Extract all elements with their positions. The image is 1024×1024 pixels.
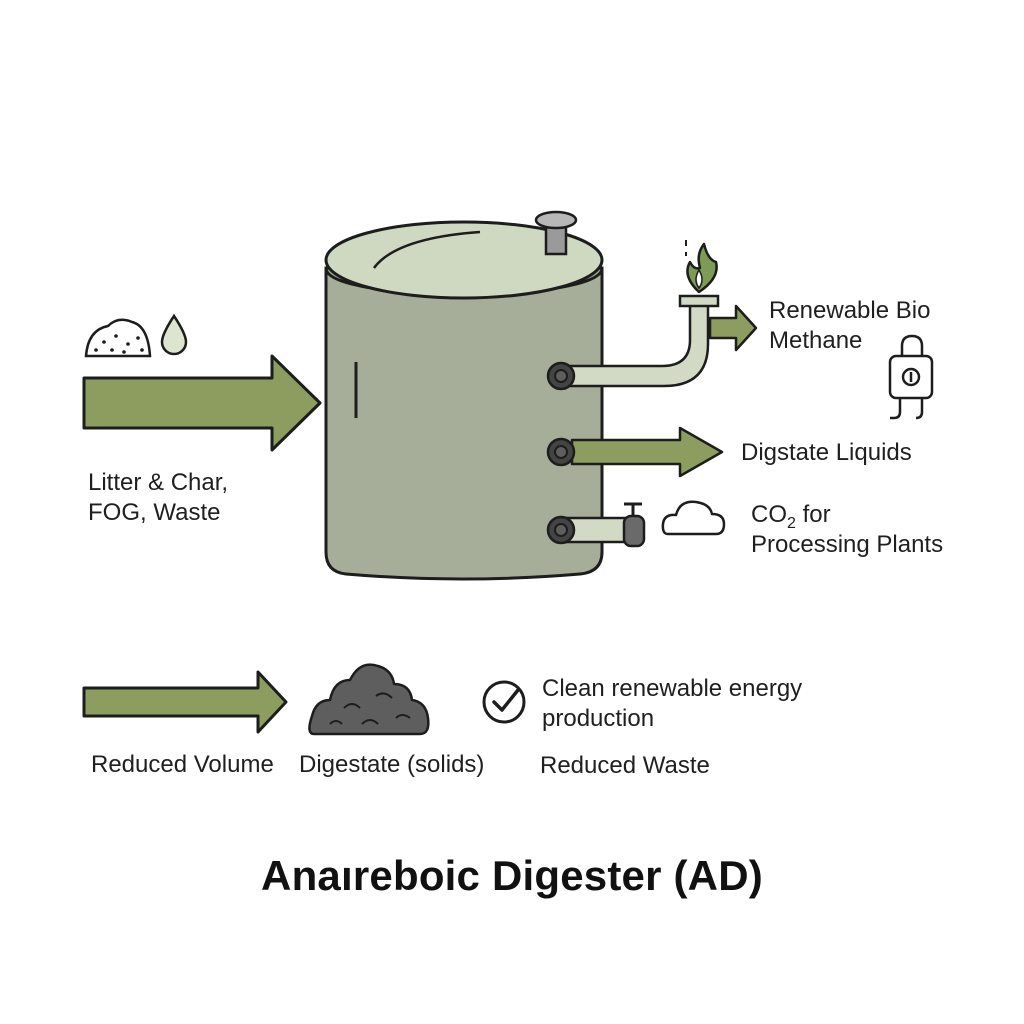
reduced-waste-label: Reduced Waste [540, 752, 710, 779]
methane-arrow [708, 304, 758, 352]
water-drop-icon [160, 313, 188, 356]
input-label-line1: Litter & Char, [88, 469, 229, 496]
soil-pile-icon [84, 318, 152, 358]
methane-label-line1: Renewable Bio [769, 297, 931, 324]
digestate-solids-label: Digestate (solids) [299, 751, 485, 778]
clean-energy-label-line1: Clean renewable energy [542, 675, 803, 702]
diagram-title: Anaıreboic Digester (AD) [261, 852, 763, 899]
check-circle-icon [482, 680, 526, 724]
co2-subscript: 2 [787, 514, 796, 532]
cloud-icon [661, 500, 726, 536]
co2-label-line1: CO2 for [751, 500, 831, 539]
digestate-pile-icon [308, 663, 430, 736]
input-arrow [82, 354, 322, 452]
methane-label-line2: Methane [769, 327, 863, 354]
plug-icon [888, 334, 934, 420]
co2-label-line2: Processing Plants [751, 531, 944, 558]
input-label-line2: FOG, Waste [88, 499, 221, 526]
co2-outlet [546, 515, 628, 545]
digester-tank [324, 220, 604, 581]
liquids-outlet [546, 426, 724, 478]
tank-vent [534, 210, 578, 256]
co2-prefix: CO [751, 501, 787, 528]
clean-energy-label-line2: production [542, 705, 655, 732]
valve-icon [622, 502, 646, 548]
co2-suffix: for [795, 501, 831, 528]
liquids-label: Digstate Liquids [741, 439, 912, 466]
reduced-volume-arrow [82, 670, 288, 734]
methane-pipe [546, 294, 720, 391]
flame-icon [685, 240, 718, 294]
reduced-volume-label: Reduced Volume [91, 751, 274, 778]
